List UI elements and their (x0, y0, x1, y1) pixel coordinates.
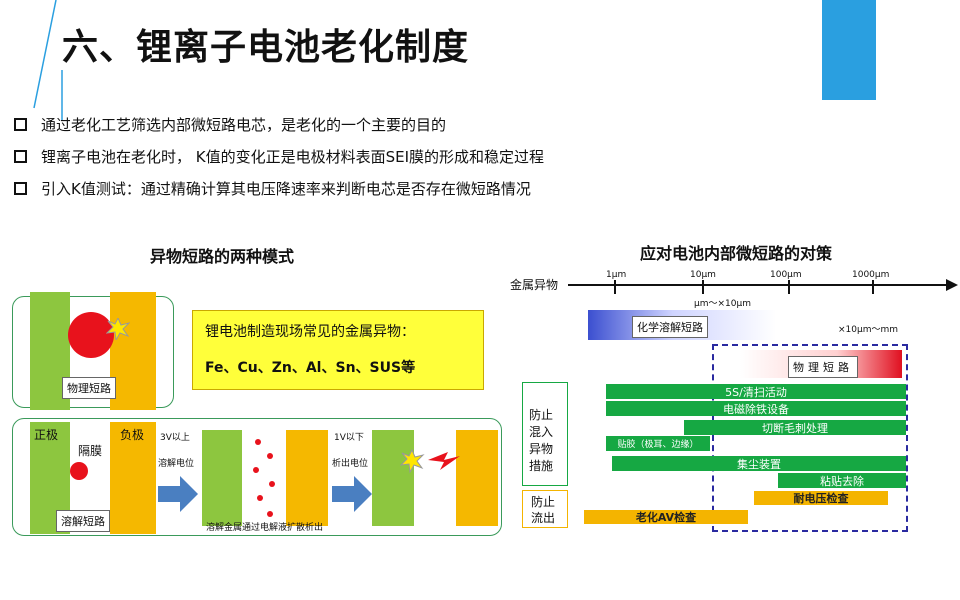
dissolve-short-label: 溶解短路 (56, 510, 110, 532)
bullet-item: 锂离子电池在老化时， K值的变化正是电极材料表面SEI膜的形成和稳定过程 (14, 146, 544, 167)
axis-tick (872, 280, 874, 294)
measure-bar: 集尘装置 (612, 456, 906, 471)
physical-short-region (712, 344, 908, 532)
physical-short-label: 物理短路 (788, 356, 858, 378)
checkbox-square-icon (14, 150, 27, 163)
metal-particle-icon (70, 462, 88, 480)
bullet-item: 引入K值测试：通过精确计算其电压降速率来判断电芯是否存在微短路情况 (14, 178, 531, 199)
separator-label: 隔膜 (78, 444, 103, 458)
axis-tick (788, 280, 790, 294)
range-note-1: μm～×10μm (694, 299, 751, 309)
electrode-negative (110, 422, 156, 534)
right-diagram-title: 应对电池内部微短路的对策 (640, 244, 833, 263)
chem-dissolve-label: 化学溶解短路 (632, 316, 708, 338)
axis-tick (614, 280, 616, 294)
bullet-text: 锂离子电池在老化时， K值的变化正是电极材料表面SEI膜的形成和稳定过程 (41, 148, 545, 166)
axis-tick (702, 280, 704, 294)
precipitate-potential-label: 析出电位 (332, 459, 369, 469)
accent-bar (822, 0, 876, 100)
bullet-item: 通过老化工艺筛选内部微短路电芯，是老化的一个主要的目的 (14, 114, 446, 135)
prevent-mix-box: 防止混入异物措施 (522, 382, 568, 486)
electrode-positive (202, 430, 242, 526)
electrode-negative (286, 430, 328, 526)
spark-icon (106, 318, 130, 340)
bullet-text: 引入K值测试：通过精确计算其电压降速率来判断电芯是否存在微短路情况 (41, 180, 531, 198)
metal-box-list: Fe、Cu、Zn、Al、Sn、SUS等 (205, 360, 416, 376)
axis-tick-label: 1000μm (852, 270, 890, 280)
prevent-outflow-box: 防止流出 (522, 490, 568, 528)
left-diagram-title: 异物短路的两种模式 (150, 247, 295, 266)
electrode-negative (110, 292, 156, 410)
arrow-right-icon (332, 476, 372, 512)
metal-particle-icon (68, 312, 114, 358)
axis-tick-label: 1μm (606, 270, 627, 280)
measure-bar: 切断毛刺处理 (684, 420, 906, 435)
dissolve-potential-label: 溶解电位 (158, 459, 195, 469)
bottom-note: 溶解金属通过电解液扩散析出 (206, 523, 324, 533)
physical-short-label: 物理短路 (62, 377, 116, 399)
measure-bar: 粘贴去除 (778, 473, 906, 488)
spark-icon (400, 448, 460, 474)
arrow-right-icon (158, 476, 198, 512)
checkbox-square-icon (14, 118, 27, 131)
dissolved-ions-icon (253, 439, 275, 517)
page-title: 六、锂离子电池老化制度 (62, 27, 470, 68)
check-bar: 耐电压检查 (754, 491, 888, 505)
electrode-negative (456, 430, 498, 526)
measure-bar: 5S/清扫活动 (606, 384, 906, 399)
measure-bar: 贴胶（极耳、边缘） (606, 436, 710, 451)
axis-tick-label: 100μm (770, 270, 802, 280)
metal-box-title: 锂电池制造现场常见的金属异物： (205, 324, 415, 340)
negative-label: 负极 (120, 428, 145, 442)
range-note-2: ×10μm～mm (838, 325, 899, 335)
electrode-positive (372, 430, 414, 526)
metal-foreign-box: 锂电池制造现场常见的金属异物： Fe、Cu、Zn、Al、Sn、SUS等 (192, 310, 484, 390)
measure-bar: 电磁除铁设备 (606, 401, 906, 416)
above-3v-label: 3V以上 (160, 433, 190, 443)
bullet-text: 通过老化工艺筛选内部微短路电芯，是老化的一个主要的目的 (41, 116, 447, 134)
dissolve-short-panel (12, 418, 502, 536)
axis-tick-label: 10μm (690, 270, 716, 280)
below-1v-label: 1V以下 (334, 433, 364, 443)
checkbox-square-icon (14, 182, 27, 195)
positive-label: 正极 (34, 428, 59, 442)
physical-short-panel (12, 296, 174, 408)
axis-label: 金属异物 (510, 278, 559, 292)
axis-arrow (568, 279, 958, 291)
check-bar: 老化AV检查 (584, 510, 748, 524)
